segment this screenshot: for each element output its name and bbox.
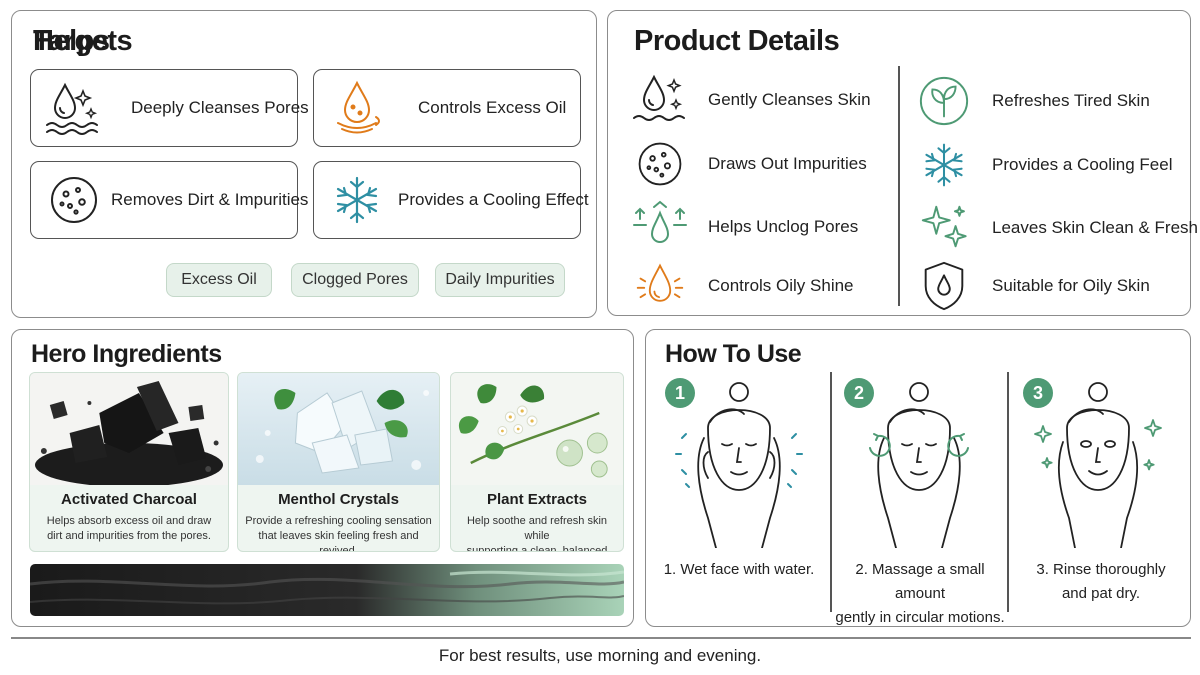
ingredient-card-menthol: Menthol Crystals Provide a refreshing co… — [237, 372, 440, 552]
detail-item-oily-skin: Suitable for Oily Skin — [914, 257, 1150, 315]
step-instruction: 3. Rinse thoroughly and pat dry. — [1016, 558, 1186, 606]
snowflake-icon — [322, 165, 392, 235]
how-to-use-title: How To Use — [665, 340, 802, 368]
ingredient-name: Plant Extracts — [486, 491, 588, 508]
ingredient-desc-line: Helps absorb excess oil and draw — [46, 515, 212, 527]
detail-item-impurities: Draws Out Impurities — [630, 135, 867, 193]
step-line: and pat dry. — [1061, 585, 1141, 602]
ingredient-desc-line: Help soothe and refresh skin while — [466, 515, 608, 542]
help-item-cooling: Provides a Cooling Effect — [313, 161, 589, 239]
hero-ingredients-title: Hero Ingredients — [31, 340, 222, 368]
step-divider — [1007, 372, 1009, 612]
charcoal-image — [30, 373, 228, 485]
help-item-label: Provides a Cooling Effect — [398, 190, 589, 209]
step-number-badge: 3 — [1023, 378, 1053, 408]
ingredient-desc: Provide a refreshing cooling sensation t… — [244, 514, 433, 552]
menthol-crystals-image — [238, 373, 439, 485]
ingredient-desc: Help soothe and refresh skin while suppo… — [457, 514, 617, 552]
help-item-label: Removes Dirt & Impurities — [111, 190, 309, 209]
helps-card: Helps Deeply Cleanses Pores — [11, 10, 597, 318]
ingredient-desc: Helps absorb excess oil and draw dirt an… — [36, 514, 222, 544]
detail-item-label: Refreshes Tired Skin — [992, 91, 1150, 110]
shield-drop-icon — [914, 257, 974, 315]
help-item-dirt: Removes Dirt & Impurities — [30, 161, 308, 239]
drop-arrows-icon — [630, 198, 690, 256]
detail-item-label: Controls Oily Shine — [708, 276, 854, 295]
step-divider — [830, 372, 832, 612]
column-divider — [898, 66, 900, 306]
help-item-label: Controls Excess Oil — [418, 98, 567, 117]
target-chip-daily-impurities: Daily Impurities — [435, 263, 565, 297]
help-item-oil: Controls Excess Oil — [313, 69, 581, 147]
ingredient-desc-line: supporting a clean, balanced feel. — [466, 545, 608, 552]
step-line: gently in circular motions. — [835, 609, 1005, 626]
target-chip-clogged-pores: Clogged Pores — [291, 263, 419, 297]
detail-item-label: Helps Unclog Pores — [708, 217, 859, 236]
product-details-title: Product Details — [634, 25, 840, 57]
help-item-label: Deeply Cleanses Pores — [131, 98, 309, 117]
helps-title: Helps — [33, 25, 110, 57]
help-item-cleanses: Deeply Cleanses Pores — [30, 69, 309, 147]
footer-divider — [11, 637, 1191, 639]
targets-title: Targets — [33, 25, 133, 57]
detail-item-cleanses: Gently Cleanses Skin — [630, 71, 871, 129]
plant-extracts-image — [451, 373, 623, 485]
how-to-use-card: How To Use 1 1. Wet face with water. 2 — [645, 329, 1191, 627]
snowflake-icon — [914, 136, 974, 194]
product-texture-image — [30, 564, 624, 616]
detail-item-label: Provides a Cooling Feel — [992, 155, 1173, 174]
oil-drop-icon — [322, 73, 392, 143]
step-line: 3. Rinse thoroughly — [1036, 561, 1166, 578]
detail-item-oily-shine: Controls Oily Shine — [630, 257, 854, 315]
ingredient-card-charcoal: Activated Charcoal Helps absorb excess o… — [29, 372, 229, 552]
ingredient-desc-line: dirt and impurities from the pores. — [47, 530, 211, 542]
step-instruction: 2. Massage a small amount gently in circ… — [832, 558, 1008, 630]
detail-item-label: Suitable for Oily Skin — [992, 276, 1150, 295]
step-number-badge: 1 — [665, 378, 695, 408]
detail-item-label: Draws Out Impurities — [708, 154, 867, 173]
hero-ingredients-card: Hero Ingredients Activated Charcoal Help… — [11, 329, 634, 627]
ingredient-name: Activated Charcoal — [61, 491, 197, 508]
footer-note: For best results, use morning and evenin… — [438, 646, 762, 665]
dots-circle-icon — [39, 165, 109, 235]
sparkle-icon — [914, 199, 974, 257]
leaf-icon — [914, 72, 974, 130]
ingredient-desc-line: Provide a refreshing cooling sensation — [245, 515, 432, 527]
face-rinse-icon — [1034, 382, 1162, 548]
droplet-waves-icon — [39, 73, 109, 143]
face-massage-icon — [869, 382, 969, 548]
detail-item-label: Leaves Skin Clean & Fresh — [992, 218, 1198, 237]
detail-item-refreshes: Refreshes Tired Skin — [914, 72, 1150, 130]
detail-item-unclog: Helps Unclog Pores — [630, 198, 858, 256]
oil-drop-icon — [630, 257, 690, 315]
detail-item-cooling: Provides a Cooling Feel — [914, 136, 1172, 194]
ingredient-desc-line: that leaves skin feeling fresh and reviv… — [258, 530, 419, 552]
detail-item-clean-fresh: Leaves Skin Clean & Fresh — [914, 199, 1198, 257]
target-chip-excess-oil: Excess Oil — [166, 263, 272, 297]
ingredient-name: Menthol Crystals — [278, 491, 399, 508]
ingredient-card-plant: Plant Extracts Help soothe and refresh s… — [450, 372, 624, 552]
step-line: 1. Wet face with water. — [663, 561, 815, 578]
step-instruction: 1. Wet face with water. — [656, 558, 822, 582]
detail-item-label: Gently Cleanses Skin — [708, 90, 871, 109]
droplet-sparkle-icon — [630, 71, 690, 129]
step-number-badge: 2 — [844, 378, 874, 408]
face-wet-icon — [675, 382, 803, 548]
step-line: 2. Massage a small amount — [855, 561, 985, 602]
dots-circle-icon — [630, 135, 690, 193]
product-details-card: Product Details Gently Cleanses Skin Dra… — [607, 10, 1198, 316]
